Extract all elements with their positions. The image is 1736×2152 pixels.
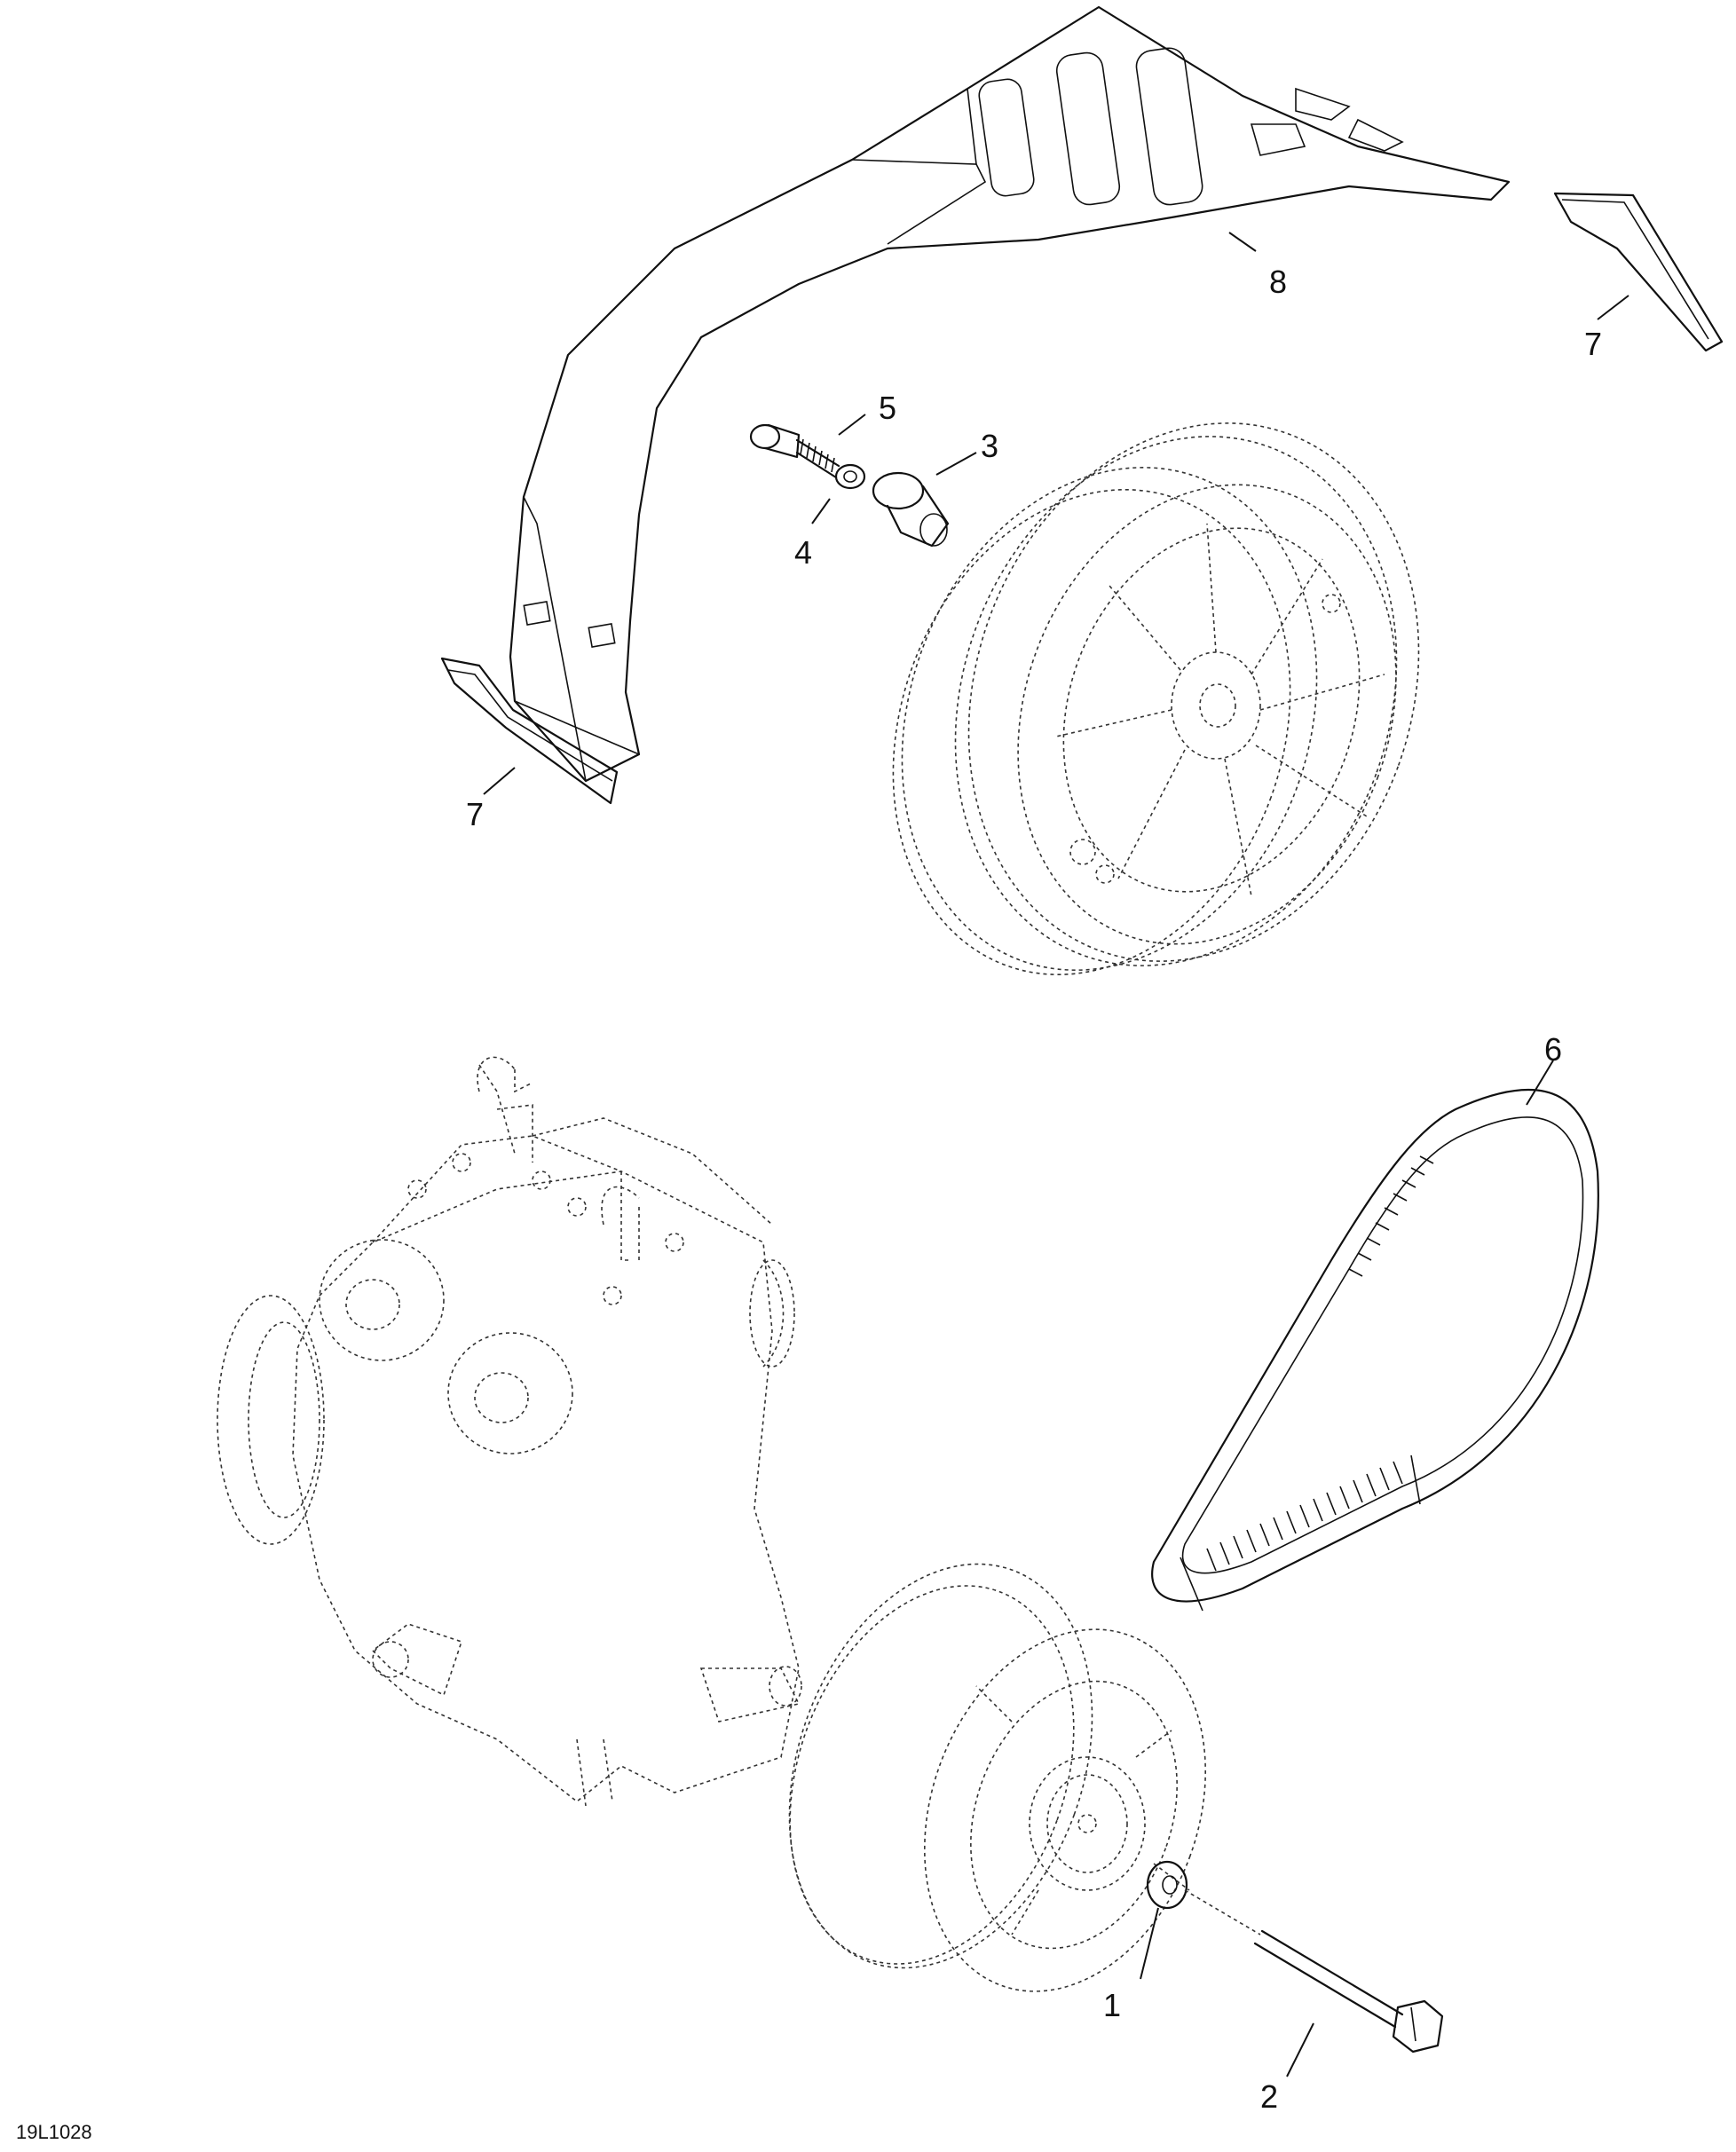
callout-7-right: 7 <box>1584 326 1602 362</box>
callout-6: 6 <box>1544 1031 1562 1068</box>
callout-8: 8 <box>1269 264 1287 300</box>
belt-guard <box>509 5 1511 783</box>
screw <box>749 423 840 479</box>
drive-belt <box>1151 1088 1599 1612</box>
engine <box>217 1056 802 1807</box>
edge-trim-left <box>440 657 619 805</box>
bolt-axis-line <box>1184 1889 1261 1935</box>
drive-pulley <box>788 1563 1206 1992</box>
edge-trim-right <box>1553 192 1724 352</box>
callout-5: 5 <box>879 390 896 426</box>
leader-lines <box>483 232 1629 2077</box>
driven-pulley <box>892 422 1420 975</box>
washer <box>834 463 866 490</box>
callout-7-left: 7 <box>466 796 484 832</box>
callout-4: 4 <box>794 534 812 571</box>
callout-1: 1 <box>1103 1987 1121 2023</box>
drive-washer <box>1146 1860 1188 1910</box>
drive-bolt <box>1253 1929 1444 2053</box>
spacer <box>872 471 950 548</box>
callout-2: 2 <box>1260 2078 1278 2115</box>
reference-code: 19L1028 <box>16 2121 92 2143</box>
callout-3: 3 <box>981 428 998 464</box>
